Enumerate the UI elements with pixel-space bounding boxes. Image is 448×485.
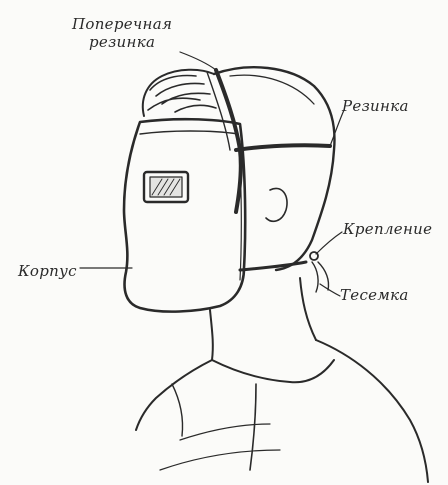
body-label: Корпус [18, 262, 77, 280]
collar-left [136, 360, 212, 430]
cross-rubber-label-line1: Поперечная [72, 15, 172, 33]
cross-rubber-label: Поперечная резинка [72, 15, 172, 51]
leader-tie [320, 284, 340, 296]
mount-label: Крепление [343, 220, 432, 238]
collar-line [212, 360, 334, 382]
cap-outline [214, 67, 334, 270]
rubber-label: Резинка [342, 97, 409, 115]
cross-rubber-edge [207, 72, 230, 150]
cross-rubber-label-line2: резинка [72, 33, 172, 51]
neck-back [300, 278, 316, 340]
rubber-band [236, 145, 330, 150]
ear [266, 188, 287, 221]
cap-inner-line [230, 75, 314, 104]
mask-top-rim [140, 131, 238, 134]
hair-strokes [148, 76, 216, 112]
shirt-seam [160, 424, 280, 470]
tie-label: Тесемка [340, 286, 409, 304]
mask-body [124, 119, 245, 311]
viewing-glass [150, 177, 182, 197]
lapel [172, 384, 183, 436]
leader-mount [316, 232, 342, 254]
shirt-fold [250, 384, 256, 470]
neck-front [210, 310, 213, 360]
leader-cross-rubber [180, 52, 216, 70]
mount-strap [240, 262, 306, 270]
